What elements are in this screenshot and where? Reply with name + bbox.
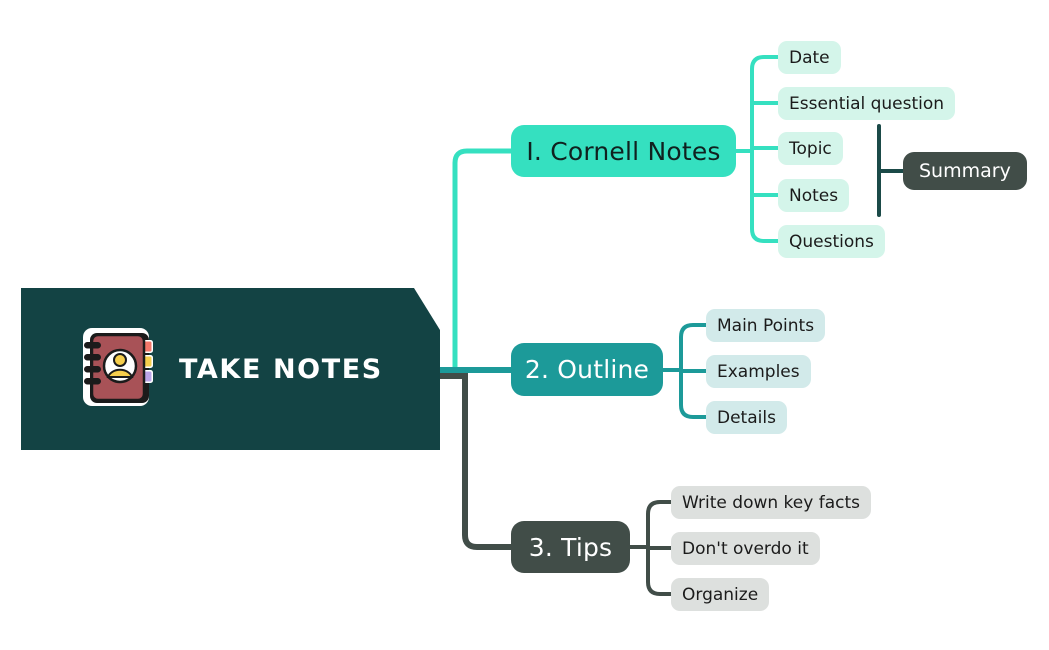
branch-label: 3. Tips [528,532,613,562]
leaf-date[interactable]: Date [778,41,841,74]
outline-branch-wrap [679,323,708,419]
leaf-label: Examples [717,361,800,382]
leaf-label: Organize [682,584,759,605]
leaf-details[interactable]: Details [706,401,787,434]
leaf-topic[interactable]: Topic [778,132,843,165]
branch-label: 2. Outline [524,355,650,384]
leaf-examples[interactable]: Examples [706,355,811,388]
notebook-contacts-icon [79,324,157,414]
branch-node-cornell-notes[interactable]: I. Cornell Notes [511,125,736,177]
leaf-label: Summary [919,160,1011,182]
leaf-label: Write down key facts [682,492,860,513]
leaf-main-points[interactable]: Main Points [706,309,826,342]
leaf-label: Topic [789,138,832,159]
leaf-label: Notes [789,185,839,206]
page-title: TAKE NOTES [179,353,383,385]
tips-branch-wrap [646,500,673,596]
cornell-branch-date [750,55,780,243]
branch-node-tips[interactable]: 3. Tips [511,521,630,573]
trunk-to-cornell [437,148,514,378]
leaf-label: Don't overdo it [682,538,809,559]
leaf-label: Essential question [789,93,945,114]
leaf-label: Date [789,47,830,68]
leaf-dont-overdo-it[interactable]: Don't overdo it [671,532,820,565]
leaf-summary[interactable]: Summary [903,152,1027,190]
branch-label: I. Cornell Notes [526,136,721,166]
leaf-questions[interactable]: Questions [778,225,885,258]
leaf-label: Details [717,407,776,428]
trunk-to-tips [437,373,514,550]
leaf-label: Questions [789,231,874,252]
leaf-notes[interactable]: Notes [778,179,850,212]
leaf-organize[interactable]: Organize [671,578,770,611]
branch-node-outline[interactable]: 2. Outline [511,343,663,396]
root-node[interactable]: TAKE NOTES [21,288,440,450]
leaf-write-down-key-facts[interactable]: Write down key facts [671,486,871,519]
leaf-label: Main Points [717,315,815,336]
leaf-essential-question[interactable]: Essential question [778,87,956,120]
